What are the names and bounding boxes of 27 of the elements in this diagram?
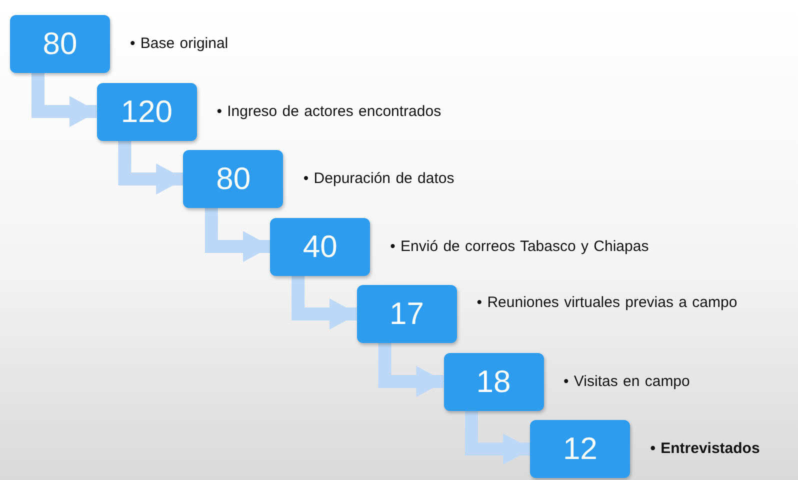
- count-number: 40: [302, 228, 338, 264]
- number-box: [444, 352, 544, 410]
- arrow: [378, 343, 445, 398]
- arrow: [292, 276, 358, 330]
- step-description: • Envió de correos Tabasco y Chiapas: [390, 236, 649, 256]
- count-number: 80: [216, 161, 251, 197]
- count-number: 18: [476, 364, 511, 400]
- step-description: • Reuniones virtuales previas a campo: [476, 293, 738, 313]
- step-description: • Base original: [130, 34, 228, 54]
- arrow: [118, 140, 185, 195]
- count-number: 12: [562, 431, 598, 467]
- number-box: [270, 218, 370, 276]
- arrow: [204, 208, 272, 262]
- number-box: [183, 150, 284, 208]
- number-box: [530, 420, 630, 478]
- step-description: • Visitas en campo: [564, 372, 690, 392]
- count-number: 17: [390, 296, 424, 332]
- number-box: [96, 82, 197, 140]
- step-description: • Ingreso de actores encontrados: [216, 102, 442, 122]
- count-number: 80: [42, 26, 78, 62]
- number-box: [356, 285, 457, 343]
- step-description: • Depuración de datos: [303, 169, 454, 189]
- arrow: [465, 410, 532, 465]
- count-number: 120: [120, 94, 173, 130]
- arrow: [32, 73, 98, 128]
- step-description: • Entrevistados: [650, 439, 760, 459]
- number-box: [10, 15, 110, 73]
